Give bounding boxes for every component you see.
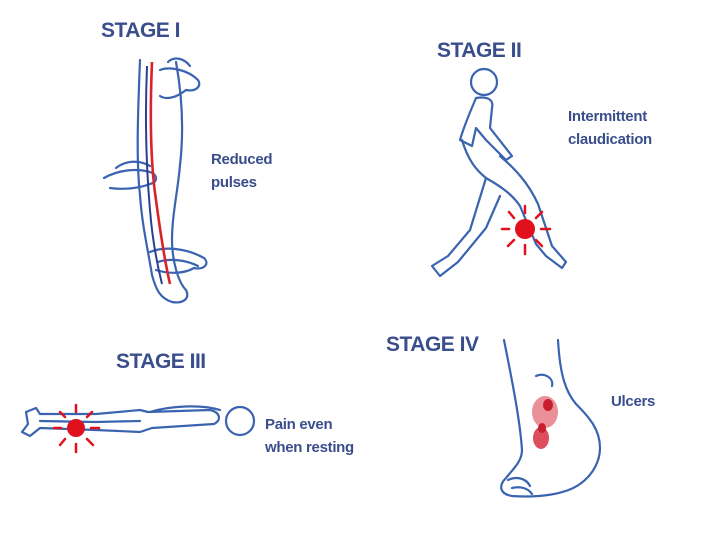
stage-2-walker-illustration [430, 67, 568, 278]
stage-1-leg-illustration [102, 57, 208, 304]
stage-3-caption-line-2: when resting [265, 439, 354, 456]
stage-4-ulcer-marks [532, 396, 558, 449]
stage-3-caption: Pain even when resting [265, 413, 354, 459]
stage-2-pain-burst [500, 204, 552, 256]
stage-2-title: STAGE II [437, 39, 522, 62]
stage-3-title: STAGE III [116, 350, 206, 373]
stage-4-foot-illustration [500, 338, 602, 498]
stage-3-caption-line-1: Pain even [265, 416, 333, 433]
stage-4-caption: Ulcers [611, 390, 655, 413]
stage-2-caption-line-2: claudication [568, 131, 652, 148]
stage-3-lying-figure-illustration [20, 405, 256, 438]
stage-4-caption-line-1: Ulcers [611, 393, 656, 410]
stage-2-caption-line-1: Intermittent [568, 108, 647, 125]
stage-4-title: STAGE IV [386, 333, 479, 356]
stage-1-caption-line-1: Reduced [211, 151, 273, 168]
stage-2-caption: Intermittent claudication [568, 105, 652, 151]
stage-1-caption-line-2: pulses [211, 174, 257, 191]
stage-3-pain-burst [52, 403, 101, 454]
stage-1-title: STAGE I [101, 19, 180, 42]
stage-1-caption: Reduced pulses [211, 148, 273, 194]
